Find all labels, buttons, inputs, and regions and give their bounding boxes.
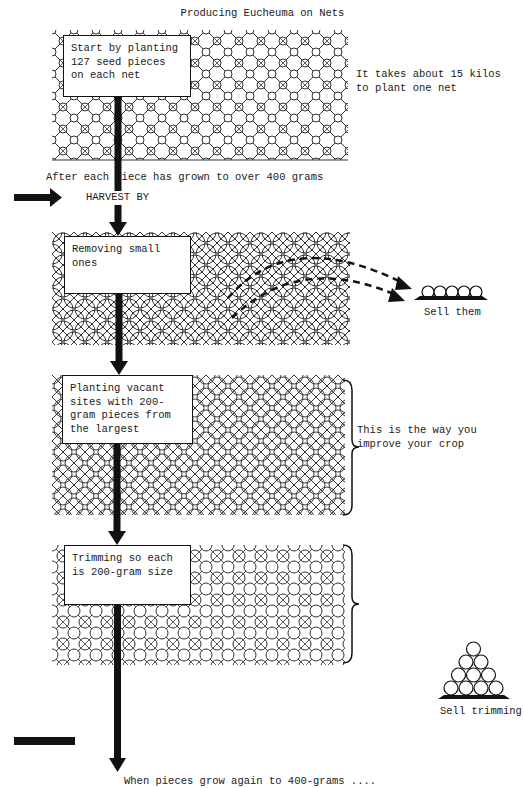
diagram-title: Producing Eucheuma on Nets [0,7,525,19]
process-box: Planting vacant sites with 200-gram piec… [62,375,193,444]
note-text: It takes about 15 kilos to plant one net [356,68,506,95]
box-text: Planting vacant sites with 200-gram piec… [70,382,185,437]
bracket [343,380,359,515]
process-box: Trimming so each is 200-gram size [64,545,191,605]
trimmed-net [52,545,345,665]
note-text: Sell trimming [440,705,525,719]
pile-base [414,296,488,300]
replanted-net [52,375,345,515]
dashed-arrow-head [388,288,405,302]
process-box: Start by planting 127 seed pieces on eac… [63,35,191,97]
repeat-arrow [114,600,121,760]
bracket [343,545,359,663]
box-text: Removing small ones [72,243,183,270]
note-text: This is the way you improve your crop [357,424,497,451]
harvest-arrow [14,194,52,201]
flow-arrow [108,444,126,545]
planted-net [52,30,348,160]
trimming-pile [444,642,503,695]
note-text: HARVEST BY [84,191,151,205]
note-text: Sell them [424,306,514,320]
dashed-arrow [228,258,405,298]
box-text: Trimming so each is 200-gram size [72,552,183,579]
dashed-arrow-head [395,276,412,290]
box-text: Start by planting 127 seed pieces on eac… [71,42,183,83]
note-text: When pieces grow again to 400-grams .... [124,775,454,788]
process-box: Removing small ones [64,236,191,294]
repeat-arrow-head [109,758,126,772]
pile-base [438,695,510,699]
flow-arrow [110,294,128,375]
dashed-arrow [232,278,398,318]
harvest-arrow-head [50,188,62,207]
note-text: After each piece has grown to over 400 g… [46,171,376,185]
flow-arrow [109,97,127,236]
grown-net [52,232,350,345]
net-edge [52,160,348,161]
repeat-bar [14,737,75,745]
